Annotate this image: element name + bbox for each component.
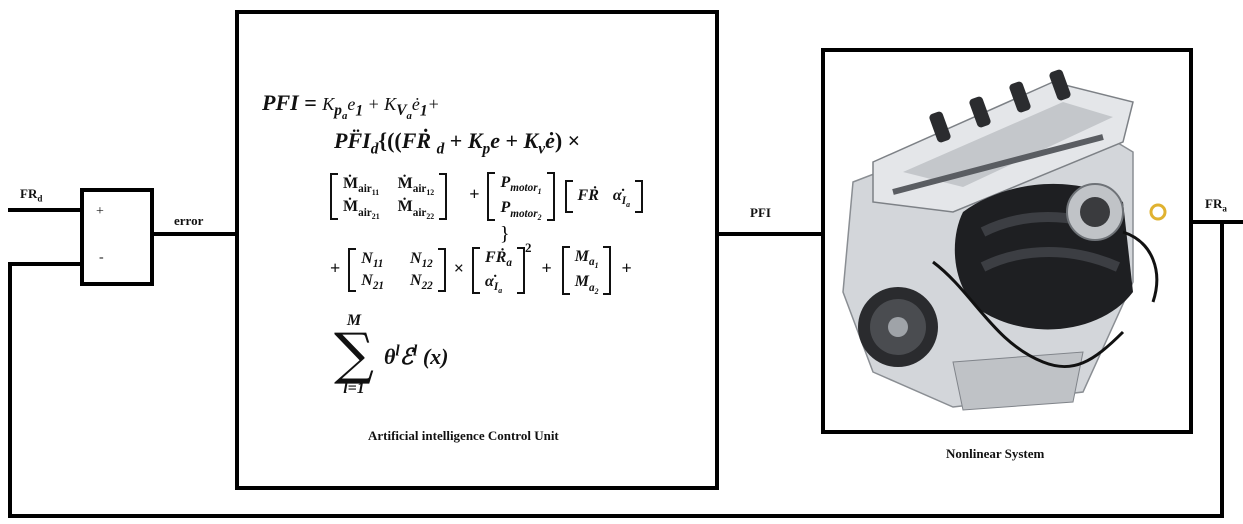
error-label: error	[174, 213, 204, 228]
controller-box	[235, 10, 719, 490]
control-law-line-2: PF̈Id{((FṘ d + Kpe + Kvė) ×	[334, 128, 581, 158]
plant-caption: Nonlinear System	[946, 446, 1045, 461]
sum-upper-limit: M	[346, 312, 362, 329]
fuzzy-basis-term: θlℰl (x)	[384, 342, 449, 369]
motor-power-vector: Pmotor1 Pmotor2	[487, 172, 555, 221]
control-law-line-1: PFI = Kpae1 + KVaė1+	[262, 90, 440, 123]
summer-minus-sign: -	[99, 250, 104, 265]
pfi-signal-label: PFI	[750, 205, 771, 220]
summer-plus-sign: +	[96, 204, 104, 219]
ma-vector: Ma1 Ma2	[561, 246, 612, 295]
state-column-vector: FṘa α̇Ia	[472, 246, 525, 295]
summation-term: M ∑ l=1	[334, 312, 374, 398]
sum-lower-limit: l=1	[343, 380, 365, 398]
summing-junction-box	[80, 188, 154, 286]
plant-box	[821, 48, 1193, 434]
feedback-path	[8, 222, 1224, 518]
controller-caption: Artificial intelligence Control Unit	[368, 428, 559, 443]
svg-text:}: }	[500, 223, 510, 245]
engine-image	[842, 69, 1167, 411]
output-label: FRa	[1205, 196, 1227, 214]
sigma-symbol: ∑	[334, 322, 374, 387]
reference-label: FRd	[20, 186, 43, 204]
